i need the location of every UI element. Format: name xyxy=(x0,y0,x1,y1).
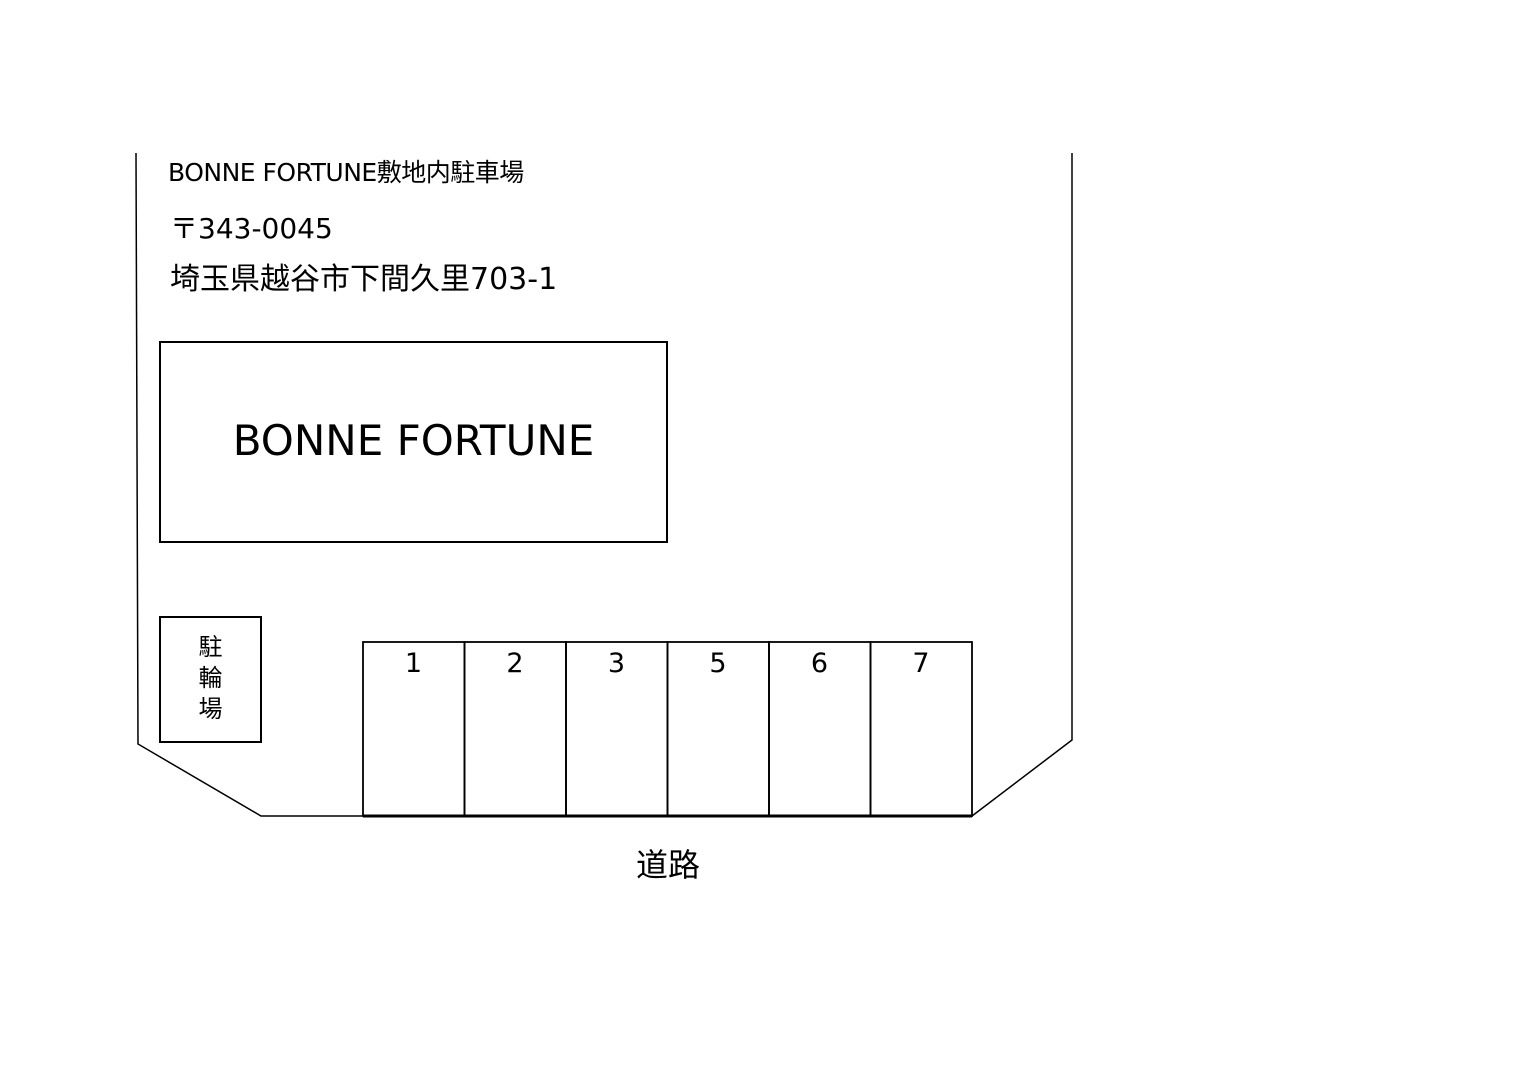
road-label: 道路 xyxy=(635,846,700,884)
bicycle-parking-outline xyxy=(159,616,262,743)
parking-space-number: 7 xyxy=(912,648,930,679)
site-title: BONNE FORTUNE敷地内駐車場 xyxy=(168,158,524,187)
parking-space-number: 3 xyxy=(607,648,626,679)
parking-space-number: 1 xyxy=(404,648,423,679)
building-name: BONNE FORTUNE xyxy=(232,416,595,465)
parking-space-number: 2 xyxy=(506,648,524,679)
lot-boundary xyxy=(135,152,363,817)
lot-boundary-right xyxy=(971,153,1073,817)
bicycle-parking-label: 駐輪場 xyxy=(198,633,223,723)
building-outline xyxy=(159,341,668,543)
parking-space-number: 6 xyxy=(810,648,829,679)
parking-space-number: 5 xyxy=(709,648,727,679)
address: 埼玉県越谷市下間久里703-1 xyxy=(170,262,558,297)
postal-code: 〒343-0045 xyxy=(170,212,333,245)
